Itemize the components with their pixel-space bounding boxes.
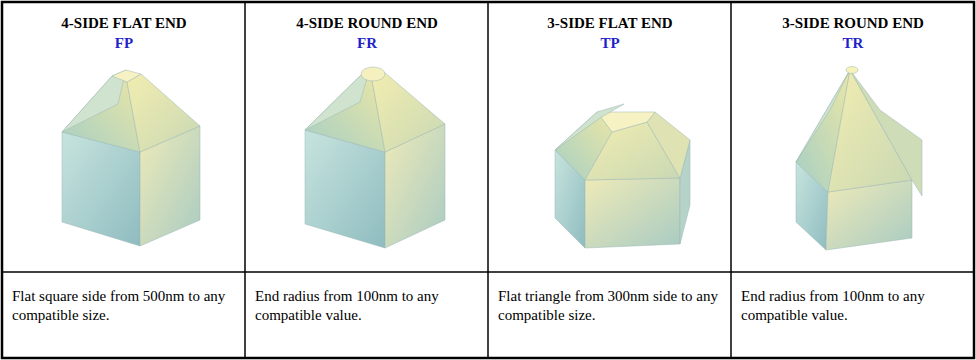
tip-code: TP bbox=[492, 34, 728, 52]
fr-tip bbox=[305, 67, 445, 248]
description-cell: End radius from 100nm to any compatible … bbox=[255, 287, 481, 325]
tr-tip bbox=[796, 67, 922, 251]
tip-code: TR bbox=[735, 34, 971, 52]
description-cell: Flat triangle from 300nm side to any com… bbox=[498, 287, 724, 325]
tip-code: FR bbox=[249, 34, 485, 52]
column-heading: 3-SIDE ROUND END bbox=[735, 14, 971, 32]
description-cell: End radius from 100nm to any compatible … bbox=[741, 287, 967, 325]
tip-code: FP bbox=[6, 34, 242, 52]
column-heading: 3-SIDE FLAT END bbox=[492, 14, 728, 32]
description-cell: Flat square side from 500nm to any compa… bbox=[12, 287, 238, 325]
fp-tip bbox=[62, 70, 200, 246]
column-heading: 4-SIDE ROUND END bbox=[249, 14, 485, 32]
column-heading: 4-SIDE FLAT END bbox=[6, 14, 242, 32]
tp-tip bbox=[555, 104, 690, 248]
